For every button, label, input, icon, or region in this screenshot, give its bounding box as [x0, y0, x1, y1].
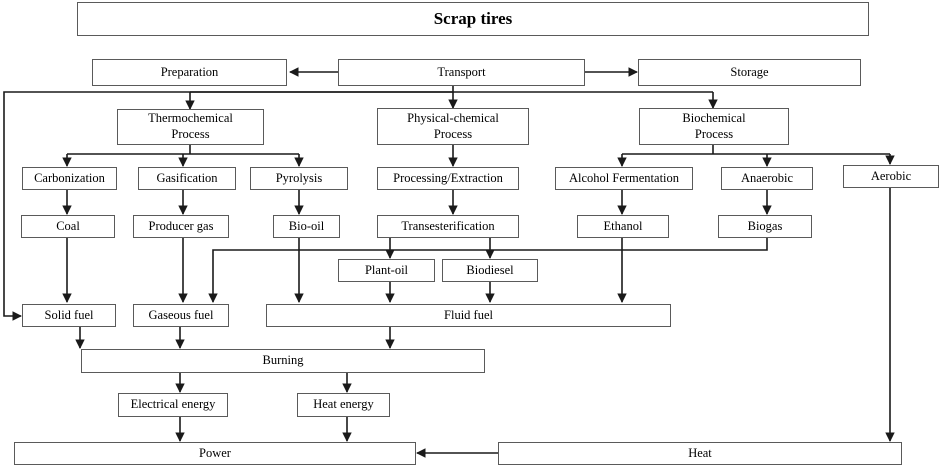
node-carbonization: Carbonization [22, 167, 117, 190]
node-processing-extraction: Processing/Extraction [377, 167, 519, 190]
node-plant-oil: Plant-oil [338, 259, 435, 282]
node-solid-fuel: Solid fuel [22, 304, 116, 327]
node-anaerobic: Anaerobic [721, 167, 813, 190]
node-thermochemical-process: Thermochemical Process [117, 109, 264, 145]
node-electrical-energy: Electrical energy [118, 393, 228, 417]
node-heat: Heat [498, 442, 902, 465]
connector-biogas-to-gaseous [208, 238, 768, 303]
node-physical-chemical-process: Physical-chemical Process [377, 108, 529, 145]
node-transport: Transport [338, 59, 585, 86]
node-producer-gas: Producer gas [133, 215, 229, 238]
node-heat-energy: Heat energy [297, 393, 390, 417]
node-coal: Coal [21, 215, 115, 238]
node-pyrolysis: Pyrolysis [250, 167, 348, 190]
node-gaseous-fuel: Gaseous fuel [133, 304, 229, 327]
node-storage: Storage [638, 59, 861, 86]
node-power: Power [14, 442, 416, 465]
node-ethanol: Ethanol [577, 215, 669, 238]
node-bio-oil: Bio-oil [273, 215, 340, 238]
node-biochemical-process: Biochemical Process [639, 108, 789, 145]
node-biodiesel: Biodiesel [442, 259, 538, 282]
node-fluid-fuel: Fluid fuel [266, 304, 671, 327]
node-aerobic: Aerobic [843, 165, 939, 188]
node-preparation: Preparation [92, 59, 287, 86]
node-burning: Burning [81, 349, 485, 373]
node-scrap-tires: Scrap tires [77, 2, 869, 36]
node-transesterification: Transesterification [377, 215, 519, 238]
connector-transport-split [3, 86, 454, 321]
node-gasification: Gasification [138, 167, 236, 190]
node-biogas: Biogas [718, 215, 812, 238]
node-alcohol-fermentation: Alcohol Fermentation [555, 167, 693, 190]
